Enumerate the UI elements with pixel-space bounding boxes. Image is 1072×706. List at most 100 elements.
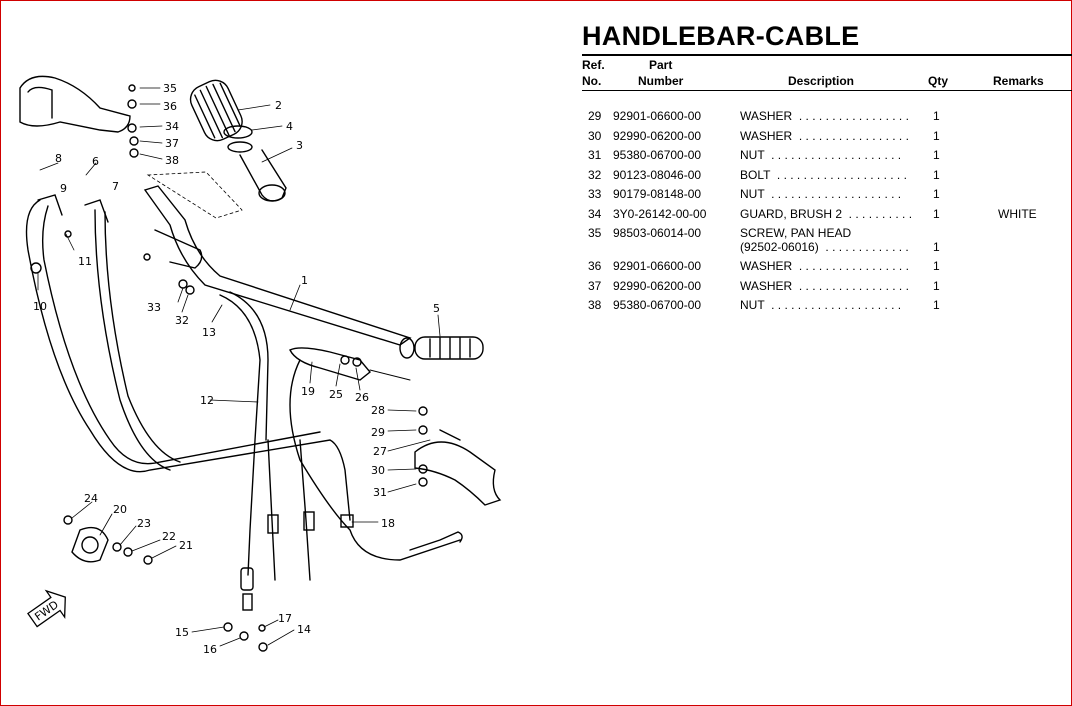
callout-22: 22	[162, 530, 176, 543]
callout-36: 36	[163, 100, 177, 113]
callout-16: 16	[203, 643, 217, 656]
row-qty: 1	[933, 128, 940, 143]
callout-26: 26	[355, 391, 369, 404]
table-header: Ref. No. Part Number Description Qty Rem…	[582, 56, 1060, 90]
callout-23: 23	[137, 517, 151, 530]
callout-11: 11	[78, 255, 92, 268]
callout-1: 1	[301, 274, 308, 287]
callout-19: 19	[301, 385, 315, 398]
callout-12: 12	[200, 394, 214, 407]
row-part-number: 3Y0-26142-00-00	[613, 206, 707, 221]
row-description: WASHER . . . . . . . . . . . . . . . . .	[740, 278, 909, 293]
table-row: 34 3Y0-26142-00-00 GUARD, BRUSH 2 . . . …	[582, 207, 1060, 227]
row-qty: 1	[933, 278, 940, 293]
row-ref: 34	[588, 206, 602, 221]
callout-14: 14	[297, 623, 311, 636]
callout-15: 15	[175, 626, 189, 639]
callout-33: 33	[147, 301, 161, 314]
header-part-line1: Part	[649, 58, 673, 72]
callout-7: 7	[112, 180, 119, 193]
row-part-number: 98503-06014-00	[613, 226, 702, 240]
callout-29: 29	[371, 426, 385, 439]
row-description: GUARD, BRUSH 2 . . . . . . . . . .	[740, 206, 913, 221]
row-remarks: WHITE	[998, 206, 1037, 221]
row-part-number: 95380-06700-00	[613, 298, 702, 312]
row-ref: 29	[588, 109, 602, 123]
row-ref: 33	[588, 187, 602, 201]
header-ref-line1: Ref.	[582, 58, 605, 72]
callout-28: 28	[371, 404, 385, 417]
row-description-line2: (92502-06016) . . . . . . . . . . . . .	[740, 240, 909, 254]
row-description: WASHER . . . . . . . . . . . . . . . . .	[740, 128, 909, 143]
table-row: 32 90123-08046-00 BOLT . . . . . . . . .…	[582, 168, 1060, 188]
callout-34: 34	[165, 120, 179, 133]
row-qty: 1	[933, 148, 940, 162]
table-row: 35 98503-06014-00 SCREW, PAN HEAD (92502…	[582, 226, 1060, 259]
parts-list-panel: HANDLEBAR-CABLE Ref. No. Part Number Des…	[582, 20, 1072, 318]
table-row: 30 92990-06200-00 WASHER . . . . . . . .…	[582, 129, 1060, 149]
row-description: SCREW, PAN HEAD	[740, 226, 852, 240]
callout-38: 38	[165, 154, 179, 167]
callout-21: 21	[179, 539, 193, 552]
header-part-line2: Number	[638, 74, 684, 88]
callout-24: 24	[84, 492, 98, 505]
diagram-drawing: FWD 35 36 34 37 38 2 4 3 8 6 9 7 11 10 1…	[19, 75, 502, 656]
header-remarks: Remarks	[993, 74, 1044, 88]
grip-right	[399, 336, 484, 360]
row-part-number: 90123-08046-00	[613, 167, 702, 182]
row-part-number: 92990-06200-00	[613, 128, 702, 143]
row-part-number: 90179-08148-00	[613, 187, 702, 201]
row-description: WASHER . . . . . . . . . . . . . . . . .	[740, 259, 909, 273]
row-qty: 1	[933, 298, 940, 312]
row-description: BOLT . . . . . . . . . . . . . . . . . .…	[740, 167, 907, 182]
callout-20: 20	[113, 503, 127, 516]
page-title: HANDLEBAR-CABLE	[582, 21, 860, 51]
callout-18: 18	[381, 517, 395, 530]
header-ref-line2: No.	[582, 74, 602, 88]
table-row: 38 95380-06700-00 NUT . . . . . . . . . …	[582, 298, 1060, 318]
header-divider	[582, 90, 1072, 91]
cable-left-outer	[25, 199, 351, 521]
callout-9: 9	[60, 182, 67, 195]
callout-17: 17	[278, 612, 292, 625]
callout-8: 8	[55, 152, 62, 165]
row-description: NUT . . . . . . . . . . . . . . . . . . …	[740, 298, 902, 312]
callout-10: 10	[33, 300, 47, 313]
callout-3: 3	[296, 139, 303, 152]
row-ref: 36	[588, 259, 602, 273]
row-description: WASHER . . . . . . . . . . . . . . . . .	[740, 109, 909, 123]
hand-guard-left	[19, 75, 131, 133]
callout-2: 2	[275, 99, 282, 112]
callout-27: 27	[373, 445, 387, 458]
table-row: 36 92901-06600-00 WASHER . . . . . . . .…	[582, 259, 1060, 279]
row-qty: 1	[933, 109, 940, 123]
row-ref: 31	[588, 148, 602, 162]
row-part-number: 92901-06600-00	[613, 259, 702, 273]
row-part-number: 95380-06700-00	[613, 148, 702, 162]
row-part-number: 92901-06600-00	[613, 109, 702, 123]
callout-32: 32	[175, 314, 189, 327]
callout-5: 5	[433, 302, 440, 315]
fwd-arrow-icon: FWD	[27, 589, 66, 628]
exploded-diagram: FWD 35 36 34 37 38 2 4 3 8 6 9 7 11 10 1…	[19, 75, 502, 656]
title-divider	[582, 54, 1072, 56]
callout-37: 37	[165, 137, 179, 150]
row-ref: 38	[588, 298, 602, 312]
row-ref: 32	[588, 167, 602, 182]
callout-6: 6	[92, 155, 99, 168]
row-ref: 37	[588, 278, 602, 293]
table-row: 33 90179-08148-00 NUT . . . . . . . . . …	[582, 187, 1060, 207]
header-description: Description	[788, 74, 855, 88]
callout-30: 30	[371, 464, 385, 477]
callout-25: 25	[329, 388, 343, 401]
parts-table-body: 29 92901-06600-00 WASHER . . . . . . . .…	[582, 109, 1060, 318]
handlebar	[143, 185, 412, 346]
callout-31: 31	[373, 486, 387, 499]
table-row: 37 92990-06200-00 WASHER . . . . . . . .…	[582, 279, 1060, 299]
row-description: NUT . . . . . . . . . . . . . . . . . . …	[740, 148, 902, 162]
row-description: NUT . . . . . . . . . . . . . . . . . . …	[740, 187, 902, 201]
callout-4: 4	[286, 120, 293, 133]
row-qty: 1	[933, 167, 940, 182]
callout-35: 35	[163, 82, 177, 95]
row-ref: 30	[588, 128, 602, 143]
